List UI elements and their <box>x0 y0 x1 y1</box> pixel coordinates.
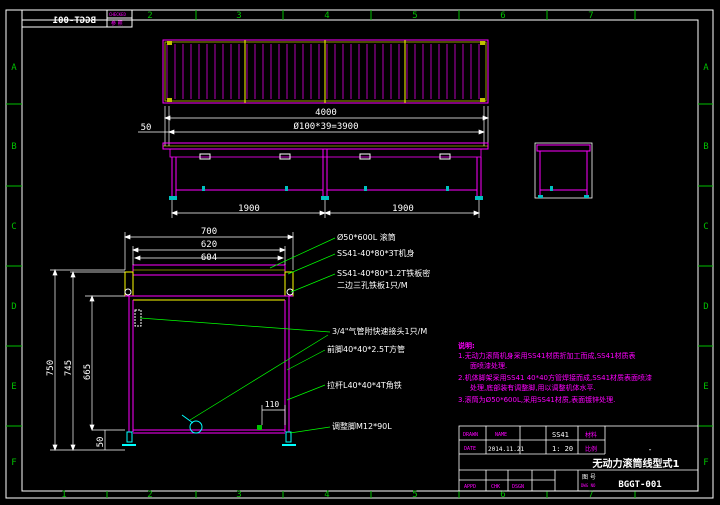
inner-frame <box>21 19 699 492</box>
stamp-small-2: 参 照 <box>111 20 123 27</box>
zone-row-right-a: A <box>703 63 709 73</box>
section-view[interactable] <box>122 264 296 446</box>
tb-date-label: DATE <box>464 446 476 452</box>
dim-height-665: 665 <box>83 364 93 380</box>
tb-name-label: NAME <box>495 432 507 438</box>
zone-row-right-e: E <box>703 382 708 392</box>
leader-lines <box>139 237 336 434</box>
zone-col-bottom-6: 6 <box>500 490 505 500</box>
zone-row-left-e: E <box>11 382 16 392</box>
zone-col-bottom-7: 7 <box>588 490 593 500</box>
drawing-title: 无动力滚筒线型式1 <box>592 457 680 470</box>
dim-roller-pitch: Ø100*39=3900 <box>293 121 358 132</box>
tb-dwg-no-label-en: DWG NO <box>581 483 596 488</box>
zone-col-bottom-5: 5 <box>412 490 417 500</box>
dim-height-750: 750 <box>46 360 56 376</box>
zone-row-left-f: F <box>11 458 16 468</box>
notes-title: 说明: <box>458 341 475 350</box>
zone-col-top-3: 3 <box>236 11 241 21</box>
dim-width-620: 620 <box>201 240 217 250</box>
dim-height-50: 50 <box>96 437 106 448</box>
top-dimensions <box>138 106 489 146</box>
section-dimensions <box>50 232 294 451</box>
tb-dwg-no-label: 图 号 <box>582 474 596 481</box>
end-view-small[interactable] <box>534 142 593 199</box>
dim-brace-110: 110 <box>265 400 280 409</box>
tb-scale: 1: 20 <box>552 445 573 453</box>
tb-material-label: 材料 <box>585 431 597 439</box>
dim-span-2: 1900 <box>392 204 414 214</box>
label-frame-plate: SS41-40*80*1.2T铁板密 <box>337 268 430 278</box>
drawing-number: BGGT-001 <box>618 480 661 490</box>
notes-line-2: 面喷漆处理. <box>470 361 507 370</box>
zone-col-bottom-2: 2 <box>147 490 152 500</box>
zone-row-right-b: B <box>703 142 708 152</box>
tb-drawn-label: DRAWN <box>463 432 478 438</box>
dim-width-700: 700 <box>201 227 217 237</box>
zone-row-left-b: B <box>11 142 16 152</box>
notes-line-5: 3.滚筒为Ø50*600L,采用SS41材质,表面镀锌处理. <box>458 395 615 404</box>
zone-col-top-2: 2 <box>147 11 152 21</box>
stamp-small-1: CHECKED <box>109 12 126 17</box>
tb-chk: CHK <box>491 484 500 490</box>
zone-row-left-d: D <box>11 302 16 312</box>
label-adjust-foot: 调整脚M12*90L <box>332 421 392 431</box>
zone-row-right-f: F <box>703 458 708 468</box>
outer-frame <box>5 9 714 499</box>
stamp-code: BGGT-001 <box>53 16 96 26</box>
label-frame-body: SS41-40*80*3T机身 <box>337 248 415 258</box>
tb-dash: - <box>648 445 653 454</box>
zone-row-left-c: C <box>11 222 16 232</box>
zone-col-bottom-3: 3 <box>236 490 241 500</box>
dim-width-604: 604 <box>201 253 217 263</box>
tb-material: SS41 <box>552 431 569 439</box>
label-front-leg: 前脚40*40*2.5T方管 <box>327 344 405 354</box>
tb-appd: APPD <box>464 484 476 490</box>
notes-line-1: 1.无动力滚筒机身采用SS41材质折加工而成,SS41材质表 <box>458 351 636 360</box>
front-dimensions <box>171 200 480 218</box>
label-brace: 拉杆L40*40*4T角铁 <box>327 380 402 390</box>
zone-col-top-7: 7 <box>588 11 593 21</box>
label-frame-plate-2: 二边三孔铁板1只/M <box>337 280 408 290</box>
zone-ticks <box>6 10 713 498</box>
tb-scale-label: 比例 <box>585 445 597 453</box>
dim-height-745: 745 <box>64 360 74 376</box>
plan-rollers <box>166 44 480 99</box>
dim-span-1: 1900 <box>238 204 260 214</box>
label-air-fitting: 3/4"气管附快速接头1只/M <box>332 326 427 336</box>
notes-line-4: 处理,底部装有调整脚,用以调整机体水平. <box>470 383 596 392</box>
front-view-elevation[interactable] <box>162 142 489 200</box>
zone-row-right-d: D <box>703 302 708 312</box>
mirrored-stamp: BGGT-001 CHECKED 参 照 <box>21 9 133 28</box>
tb-dsgn: DSGN <box>512 484 524 490</box>
zone-col-top-4: 4 <box>324 11 329 21</box>
zone-col-top-6: 6 <box>500 11 505 21</box>
zone-col-top-5: 5 <box>412 11 417 21</box>
dim-total-length: 4000 <box>315 108 337 118</box>
zone-row-right-c: C <box>703 222 708 232</box>
dim-offset-50: 50 <box>141 123 152 133</box>
top-view-plan[interactable] <box>162 39 489 104</box>
label-roller: Ø50*600L 滚筒 <box>337 232 396 242</box>
zone-col-bottom-4: 4 <box>324 490 329 500</box>
zone-row-left-a: A <box>11 63 17 73</box>
zone-col-bottom-1: 1 <box>61 490 66 500</box>
title-block <box>458 425 699 492</box>
notes-line-3: 2.机体脚架采用SS41 40*40方管焊接而成,SS41材质表面喷漆 <box>458 373 652 382</box>
tb-date-value: 2014.11.21 <box>488 446 525 453</box>
